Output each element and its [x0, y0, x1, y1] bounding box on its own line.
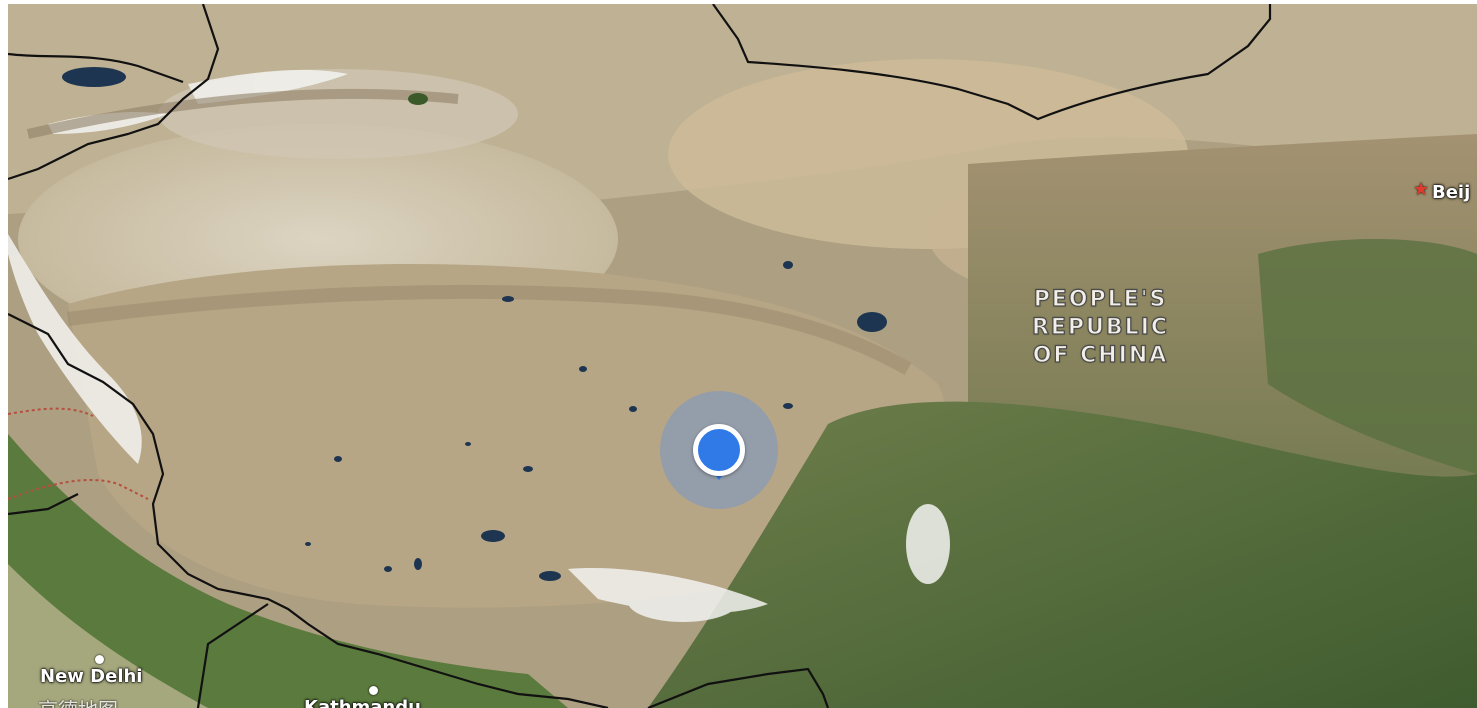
country-label-china: PEOPLE'S REPUBLIC OF CHINA: [1008, 286, 1193, 370]
location-pin-icon: [693, 424, 745, 476]
city-label-beijing[interactable]: Beij: [1432, 182, 1471, 203]
city-label-kathmandu[interactable]: Kathmandu: [304, 697, 421, 708]
satellite-map[interactable]: PEOPLE'S REPUBLIC OF CHINA ★ Beij New De…: [8, 4, 1477, 708]
map-terrain: [8, 4, 1477, 708]
india-plains: [8, 434, 568, 708]
snow-caps: [8, 69, 950, 622]
southern-forest: [648, 401, 1477, 708]
country-label-line: OF CHINA: [1032, 342, 1169, 368]
city-label-new-delhi[interactable]: New Delhi: [40, 666, 143, 687]
disputed-borders: [8, 407, 149, 500]
tibetan-plateau: [68, 264, 946, 608]
current-location-marker[interactable]: [660, 391, 778, 509]
city-dot-new-delhi: [95, 655, 104, 664]
city-dot-kathmandu: [369, 686, 378, 695]
capital-star-icon: ★: [1413, 179, 1430, 199]
country-borders: [8, 4, 1272, 708]
country-label-line: PEOPLE'S: [1033, 286, 1168, 312]
map-provider-watermark: 高德地图: [38, 694, 118, 708]
country-label-line: REPUBLIC: [1031, 314, 1170, 340]
lakes: [62, 67, 887, 581]
